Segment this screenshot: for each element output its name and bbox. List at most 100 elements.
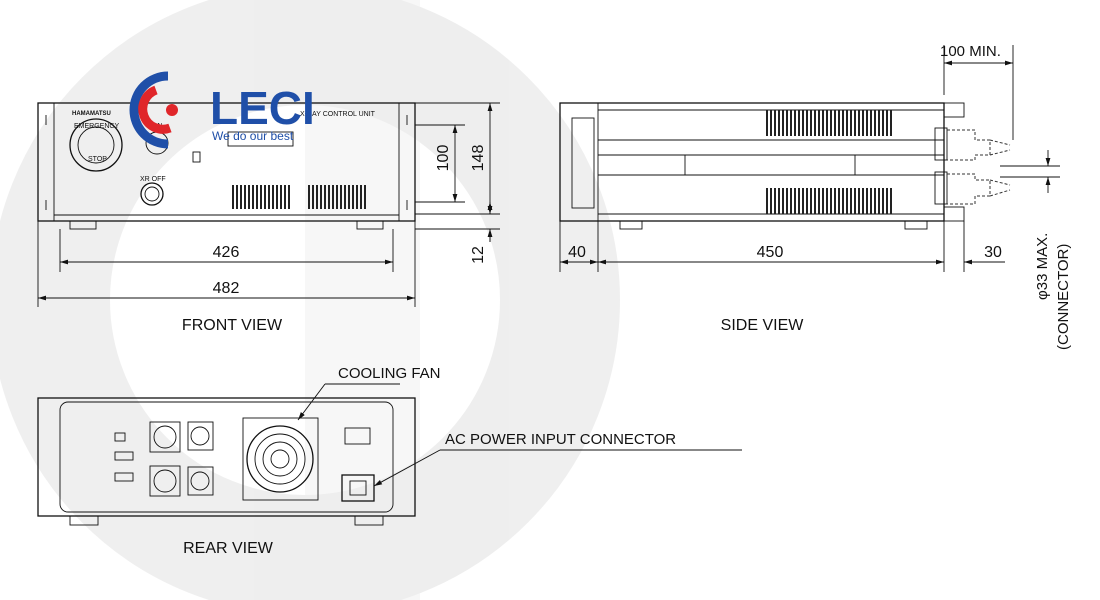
- dim-connector-max-label: φ33 MAX.: [1034, 233, 1051, 300]
- side-front-ear: [559, 102, 599, 222]
- front-view-title: FRONT VIEW: [182, 317, 283, 334]
- vent-slat: [790, 188, 792, 214]
- rear-panel-outline: [37, 397, 416, 517]
- side-vent-top: [766, 110, 892, 136]
- vent-slat: [786, 110, 788, 136]
- vent-slat: [344, 185, 346, 209]
- vent-slat: [834, 188, 836, 214]
- vent-slat: [260, 185, 262, 209]
- emergency-label: EMERGENCY: [74, 123, 119, 130]
- vent-slat: [858, 188, 860, 214]
- cooling-fan: [242, 417, 319, 501]
- vent-slat: [336, 185, 338, 209]
- rear-switch: [344, 427, 371, 445]
- vent-slat: [232, 185, 234, 209]
- vent-slat: [240, 185, 242, 209]
- vent-slat: [244, 185, 246, 209]
- vent-slat: [886, 188, 888, 214]
- side-foot-front: [619, 220, 643, 230]
- vent-slat: [850, 188, 852, 214]
- front-view: HAMAMATSU X-RAY CONTROL UNIT EMERGENCY S…: [37, 102, 500, 334]
- vent-slat: [854, 110, 856, 136]
- vent-slat: [272, 185, 274, 209]
- vent-slat: [308, 185, 310, 209]
- vent-slat: [822, 188, 824, 214]
- vent-slat: [870, 188, 872, 214]
- dim-clearance-label: 100 MIN.: [940, 43, 1001, 60]
- rack-ear-right: [398, 102, 416, 222]
- vent-slat: [866, 110, 868, 136]
- foot-right: [356, 220, 384, 230]
- vent-slat: [830, 110, 832, 136]
- vent-slat: [886, 110, 888, 136]
- vent-slat: [838, 188, 840, 214]
- vent-slat: [814, 188, 816, 214]
- side-foot-rear: [904, 220, 928, 230]
- vent-slat: [862, 188, 864, 214]
- vent-slat: [814, 110, 816, 136]
- vent-slat: [822, 110, 824, 136]
- vent-slat: [878, 110, 880, 136]
- leci-logo: LECI We do our best: [129, 71, 315, 149]
- vent-slat: [834, 110, 836, 136]
- vent-slat: [790, 110, 792, 136]
- vent-slat: [890, 110, 892, 136]
- rear-foot-left: [69, 515, 99, 526]
- logo-brand: LECI: [210, 82, 315, 134]
- vent-slat: [870, 110, 872, 136]
- vent-slat: [324, 185, 326, 209]
- emergency-stop-button: [77, 126, 115, 164]
- vent-slat: [356, 185, 358, 209]
- vent-slat: [882, 188, 884, 214]
- front-vent-right: [308, 185, 366, 209]
- vent-slat: [802, 110, 804, 136]
- ac-power-label: AC POWER INPUT CONNECTOR: [445, 431, 676, 448]
- vent-slat: [248, 185, 250, 209]
- rear-foot-right: [354, 515, 384, 526]
- vent-slat: [312, 185, 314, 209]
- vent-slat: [806, 188, 808, 214]
- vent-slat: [794, 110, 796, 136]
- dim-height-label: 148: [470, 145, 487, 172]
- vent-slat: [328, 185, 330, 209]
- vent-slat: [786, 188, 788, 214]
- vent-slat: [288, 185, 290, 209]
- vent-slat: [252, 185, 254, 209]
- vent-slat: [842, 110, 844, 136]
- vent-slat: [264, 185, 266, 209]
- side-view-title: SIDE VIEW: [721, 317, 805, 334]
- vent-slat: [882, 110, 884, 136]
- vent-slat: [284, 185, 286, 209]
- unit-label: X-RAY CONTROL UNIT: [300, 111, 376, 118]
- vent-slat: [360, 185, 362, 209]
- xr-off-button: [140, 182, 164, 206]
- vent-slat: [810, 188, 812, 214]
- vent-slat: [348, 185, 350, 209]
- vent-slat: [332, 185, 334, 209]
- dim-rear-label: 30: [984, 244, 1002, 261]
- vent-slat: [256, 185, 258, 209]
- dim-foot-label: 12: [470, 246, 487, 264]
- side-view: 100 MIN. φ33 MAX. (CONNECTOR) 450 40 30 …: [559, 43, 1072, 350]
- xr-off-label: XR OFF: [140, 176, 166, 183]
- vent-slat: [798, 110, 800, 136]
- vent-slat: [774, 188, 776, 214]
- vent-slat: [770, 188, 772, 214]
- dim-front-label: 40: [568, 244, 586, 261]
- vent-slat: [874, 110, 876, 136]
- dim-connector-note-label: (CONNECTOR): [1055, 244, 1072, 350]
- key-switch: [192, 151, 201, 163]
- emergency-stop-bezel: [69, 118, 123, 172]
- vent-slat: [826, 188, 828, 214]
- vent-slat: [818, 110, 820, 136]
- vent-slat: [850, 110, 852, 136]
- vent-slat: [236, 185, 238, 209]
- ac-power-leader: [373, 449, 441, 487]
- vent-slat: [826, 110, 828, 136]
- vent-slat: [766, 110, 768, 136]
- vent-slat: [316, 185, 318, 209]
- vent-slat: [770, 110, 772, 136]
- rear-port-3: [114, 472, 134, 482]
